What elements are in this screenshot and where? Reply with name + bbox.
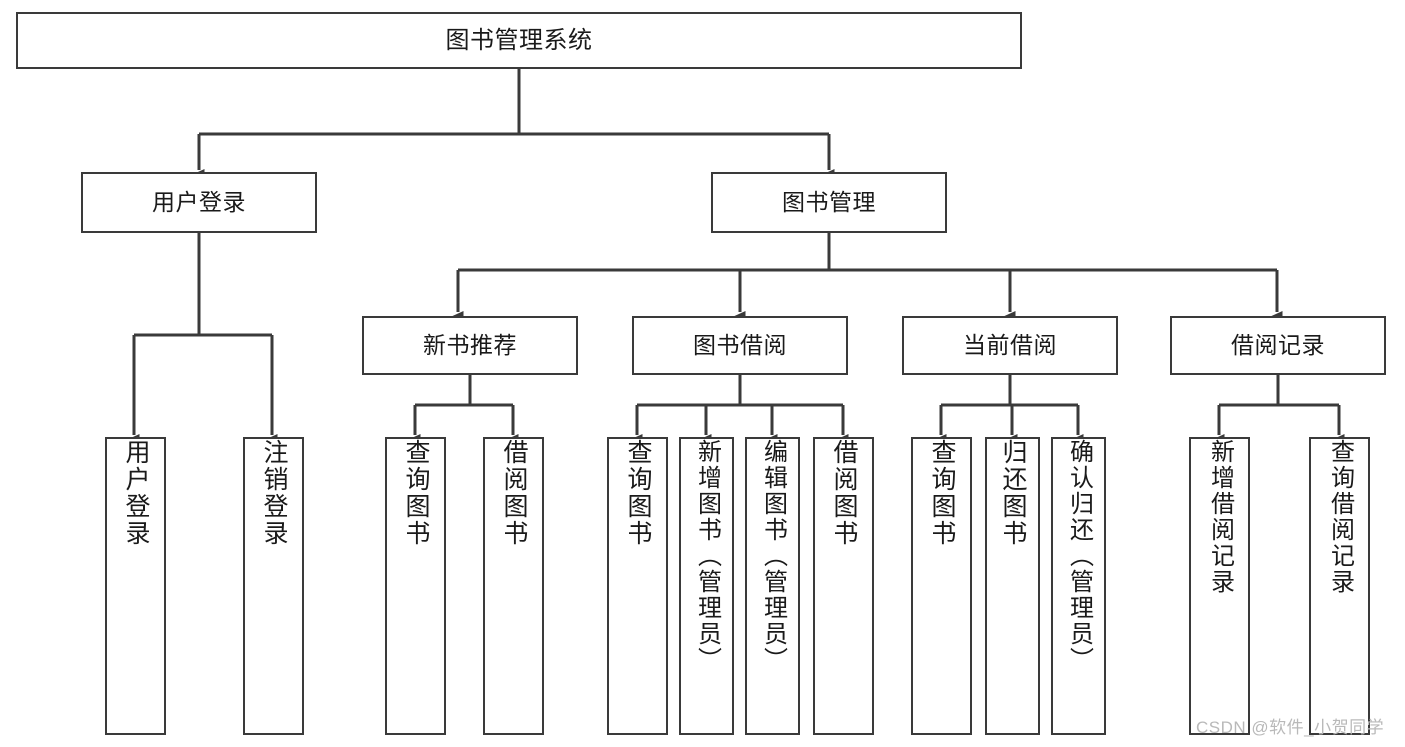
node-label: 借阅记录: [1231, 332, 1325, 359]
node-leaf-query-book-2[interactable]: 查询图书: [607, 437, 668, 735]
node-leaf-edit-book-admin[interactable]: 编辑图书（管理员）: [745, 437, 800, 735]
node-leaf-user-logout[interactable]: 注销登录: [243, 437, 304, 735]
node-label: 用户登录: [152, 189, 246, 216]
node-leaf-user-login[interactable]: 用户登录: [105, 437, 166, 735]
csdn-watermark: CSDN @软件_小贺同学: [1196, 718, 1385, 737]
node-label: 新书推荐: [423, 332, 517, 359]
node-user-login[interactable]: 用户登录: [81, 172, 317, 233]
node-book-borrow[interactable]: 图书借阅: [632, 316, 848, 375]
node-leaf-confirm-return-admin[interactable]: 确认归还（管理员）: [1051, 437, 1106, 735]
node-label: 图书借阅: [693, 332, 787, 359]
node-root-system[interactable]: 图书管理系统: [16, 12, 1022, 69]
node-label: 归还图书: [999, 439, 1027, 547]
node-label: 查询图书: [402, 439, 430, 547]
node-leaf-add-borrow-record[interactable]: 新增借阅记录: [1189, 437, 1250, 735]
node-label: 新增图书（管理员）: [693, 439, 721, 673]
node-leaf-return-book[interactable]: 归还图书: [985, 437, 1040, 735]
node-label: 当前借阅: [963, 332, 1057, 359]
node-label: 图书管理系统: [445, 26, 593, 54]
node-leaf-query-book-1[interactable]: 查询图书: [385, 437, 446, 735]
node-book-management[interactable]: 图书管理: [711, 172, 947, 233]
node-label: 查询图书: [624, 439, 652, 547]
node-leaf-borrow-book-2[interactable]: 借阅图书: [813, 437, 874, 735]
node-label: 新增借阅记录: [1206, 439, 1234, 595]
node-leaf-borrow-book-1[interactable]: 借阅图书: [483, 437, 544, 735]
node-label: 确认归还（管理员）: [1065, 439, 1093, 673]
node-current-borrow[interactable]: 当前借阅: [902, 316, 1118, 375]
node-borrow-record[interactable]: 借阅记录: [1170, 316, 1386, 375]
node-label: 查询图书: [928, 439, 956, 547]
node-leaf-query-borrow-record[interactable]: 查询借阅记录: [1309, 437, 1370, 735]
node-label: 注销登录: [260, 439, 288, 547]
node-leaf-query-book-3[interactable]: 查询图书: [911, 437, 972, 735]
node-label: 借阅图书: [500, 439, 528, 547]
node-leaf-add-book-admin[interactable]: 新增图书（管理员）: [679, 437, 734, 735]
node-label: 编辑图书（管理员）: [759, 439, 787, 673]
node-label: 查询借阅记录: [1326, 439, 1354, 595]
node-label: 图书管理: [782, 189, 876, 216]
node-label: 用户登录: [122, 439, 150, 547]
node-new-book-recommend[interactable]: 新书推荐: [362, 316, 578, 375]
node-label: 借阅图书: [830, 439, 858, 547]
